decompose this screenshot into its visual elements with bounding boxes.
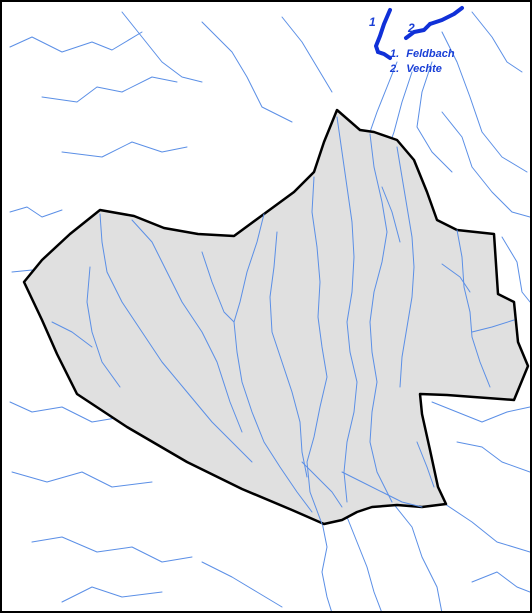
- stream: [369, 133, 393, 503]
- legend-item-1: 1. Feldbach: [390, 48, 455, 60]
- river-legend: 1. Feldbach 2. Vechte: [389, 48, 455, 75]
- stream: [369, 61, 398, 133]
- river-marker-2: 2: [407, 21, 415, 35]
- stream: [233, 213, 313, 513]
- stream: [441, 111, 530, 218]
- stream: [9, 206, 63, 218]
- stream: [501, 236, 530, 303]
- stream: [51, 321, 93, 348]
- stream: [41, 76, 178, 103]
- legend-item-2-number: 2.: [389, 63, 399, 75]
- stream: [9, 31, 143, 53]
- river-marker-1: 1: [369, 15, 376, 29]
- river-vechte-branch: [404, 22, 432, 40]
- stream: [321, 521, 332, 611]
- stream: [431, 401, 530, 423]
- stream: [86, 266, 121, 388]
- stream: [9, 401, 123, 423]
- stream: [31, 536, 193, 563]
- stream: [441, 31, 528, 173]
- river-feldbach: [374, 8, 392, 54]
- stream: [381, 186, 401, 243]
- stream: [471, 11, 523, 73]
- legend-item-2-name: Vechte: [406, 63, 442, 75]
- stream: [121, 11, 203, 83]
- stream: [396, 146, 415, 388]
- stream: [301, 461, 343, 508]
- catchment-streams: [51, 116, 515, 525]
- stream: [281, 16, 333, 93]
- stream: [456, 441, 530, 473]
- legend-item-1-number: 1.: [390, 48, 399, 60]
- stream: [471, 319, 515, 333]
- catchment-area: [22, 108, 530, 526]
- river-junction: [376, 50, 392, 60]
- stream: [201, 21, 293, 123]
- stream: [99, 213, 253, 463]
- stream: [201, 251, 235, 323]
- river-vechte: [428, 6, 464, 26]
- stream: [416, 441, 435, 488]
- stream: [131, 219, 243, 433]
- stream: [416, 61, 453, 173]
- stream: [336, 116, 358, 503]
- stream: [471, 571, 530, 593]
- stream: [391, 501, 443, 611]
- major-rivers: [374, 6, 464, 60]
- stream: [61, 141, 188, 158]
- stream: [61, 586, 163, 603]
- stream: [441, 501, 530, 553]
- stream-network: [9, 11, 530, 611]
- stream: [11, 471, 153, 488]
- stream: [341, 471, 423, 508]
- stream: [441, 263, 471, 293]
- legend-item-2: 2. Vechte: [389, 63, 442, 75]
- stream: [456, 229, 491, 388]
- stream: [269, 231, 308, 478]
- stream: [346, 516, 382, 611]
- legend-item-1-name: Feldbach: [406, 48, 455, 60]
- stream: [201, 561, 283, 608]
